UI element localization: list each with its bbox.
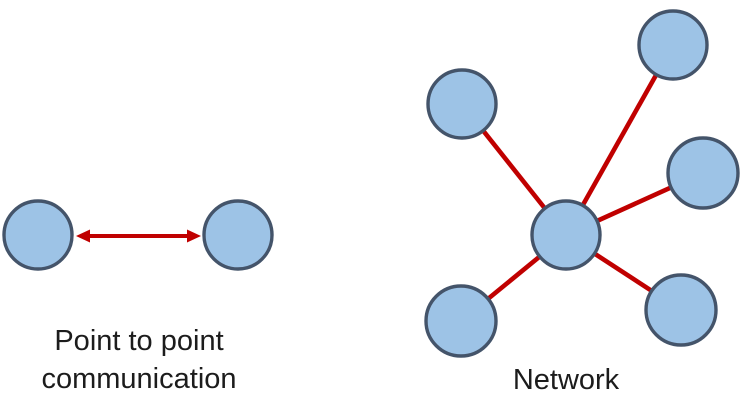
network-center-node: [530, 199, 602, 271]
network-caption: Network: [512, 364, 620, 396]
network-satellite-node: [666, 136, 740, 210]
p2p-node: [2, 199, 74, 271]
network-satellite-node: [424, 284, 498, 358]
network-satellite-node: [637, 9, 709, 81]
network-satellite-node: [426, 68, 498, 140]
point-to-point-caption: Point to point communication: [41, 325, 237, 395]
network-satellite-node: [644, 273, 718, 347]
p2p-node: [202, 199, 274, 271]
p2p-arrow-head: [187, 229, 201, 243]
network-edge: [563, 43, 676, 237]
p2p-arrow-head: [76, 229, 90, 243]
